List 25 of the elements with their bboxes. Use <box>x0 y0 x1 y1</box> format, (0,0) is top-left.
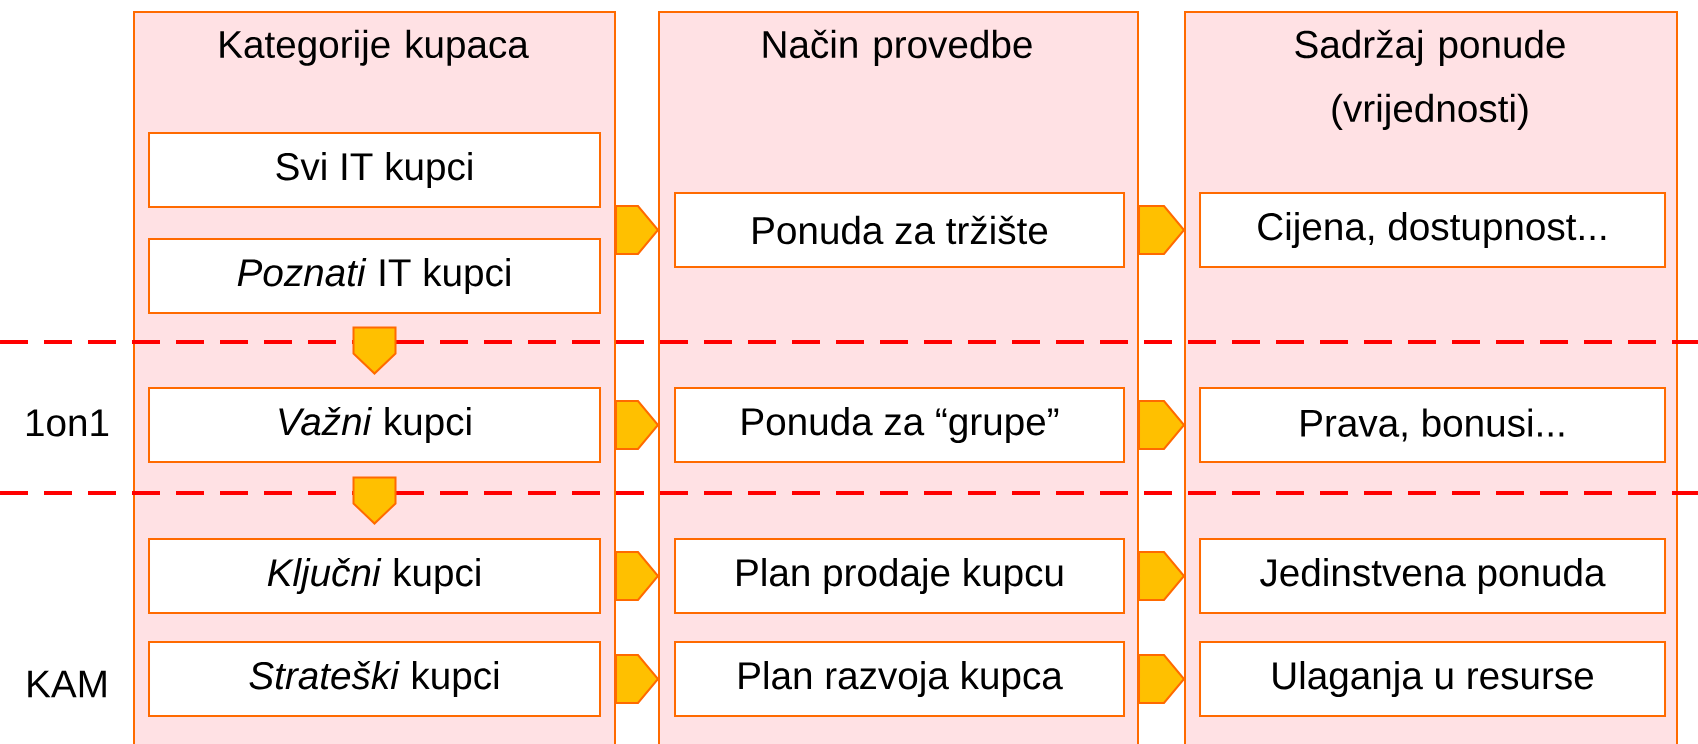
chevron-arrow <box>615 400 660 450</box>
chevron-arrow <box>1138 551 1186 601</box>
chevron-arrow <box>1138 400 1186 450</box>
chevron-arrow <box>615 654 660 704</box>
chevron-arrow <box>615 551 660 601</box>
text-box: Plan razvoja kupca <box>674 641 1125 717</box>
text-box: Strateški kupci <box>148 641 601 717</box>
text-box: Ponuda za tržište <box>674 192 1125 268</box>
text-box: Prava, bonusi... <box>1199 387 1666 463</box>
chevron-arrow <box>615 205 660 255</box>
text-box: Svi IT kupci <box>148 132 601 208</box>
text-box: Ponuda za “grupe” <box>674 387 1125 463</box>
chevron-arrow <box>1138 654 1186 704</box>
text-box: Jedinstvena ponuda <box>1199 538 1666 614</box>
text-box: Važni kupci <box>148 387 601 463</box>
chevron-arrow <box>1138 205 1186 255</box>
side-label: KAM <box>28 670 106 698</box>
text-box: Ključni kupci <box>148 538 601 614</box>
text-box: Plan prodaje kupcu <box>674 538 1125 614</box>
side-label: 1on1 <box>26 409 109 437</box>
text-box: Poznati IT kupci <box>148 238 601 314</box>
text-box: Ulaganja u resurse <box>1199 641 1666 717</box>
chevron-arrow <box>352 326 397 375</box>
chevron-arrow <box>352 476 397 525</box>
text-box: Cijena, dostupnost... <box>1199 192 1666 268</box>
